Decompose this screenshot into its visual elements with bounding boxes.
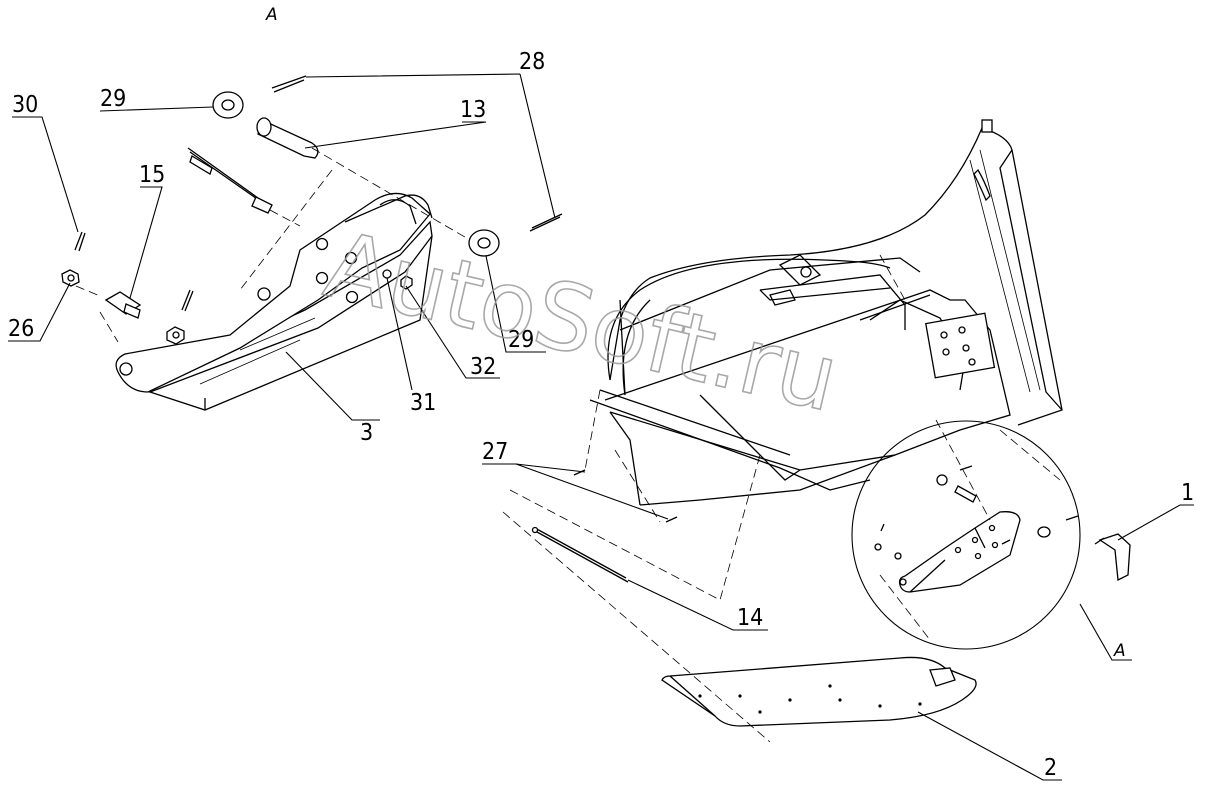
label-14: 14 [737,605,763,631]
label-15: 15 [139,162,165,188]
nut-part-32 [400,275,413,290]
label-31: 31 [410,390,436,416]
cotter-pin-part-28-top [271,75,307,93]
label-32: 32 [470,354,496,380]
cotter-pin-part-30 [74,231,86,252]
plate-part-2 [661,656,977,727]
rod-assembly [187,147,273,214]
label-3: 3 [360,420,373,446]
small-pin [181,289,194,312]
pin-part-13 [256,117,319,159]
leader-lines [8,73,1194,781]
cotter-pin-part-27-a [573,469,586,476]
lever-part-3 [115,192,433,411]
label-13: 13 [460,97,486,123]
cotter-pin-part-28-lower [529,213,563,232]
label-30: 30 [12,92,38,118]
label-29-top: 29 [100,86,126,112]
label-28: 28 [519,49,545,75]
detail-view-a [61,75,563,411]
label-26: 26 [8,316,34,342]
title-label-a: A [265,5,278,25]
label-detail-a: A [1113,641,1126,661]
rod-part-14 [531,526,629,583]
detail-circle-a [851,419,1131,650]
washer-part-29-lower [468,229,500,257]
label-27: 27 [482,439,508,465]
watermark: AutoSoft.ru [316,211,847,432]
bracket-part-1 [1094,533,1131,582]
label-1: 1 [1181,480,1194,506]
labels: A 30 29 28 13 15 26 3 29 31 32 27 14 1 A… [8,5,1194,781]
bolt-part-15 [104,291,142,319]
label-2: 2 [1044,755,1057,781]
main-machine-view [502,119,1063,743]
nut-near-lever [166,326,185,345]
cotter-pin-part-27-b [665,516,678,523]
nut-part-26 [61,269,80,287]
washer-part-29-top [212,91,244,119]
label-29-lower: 29 [508,327,534,353]
